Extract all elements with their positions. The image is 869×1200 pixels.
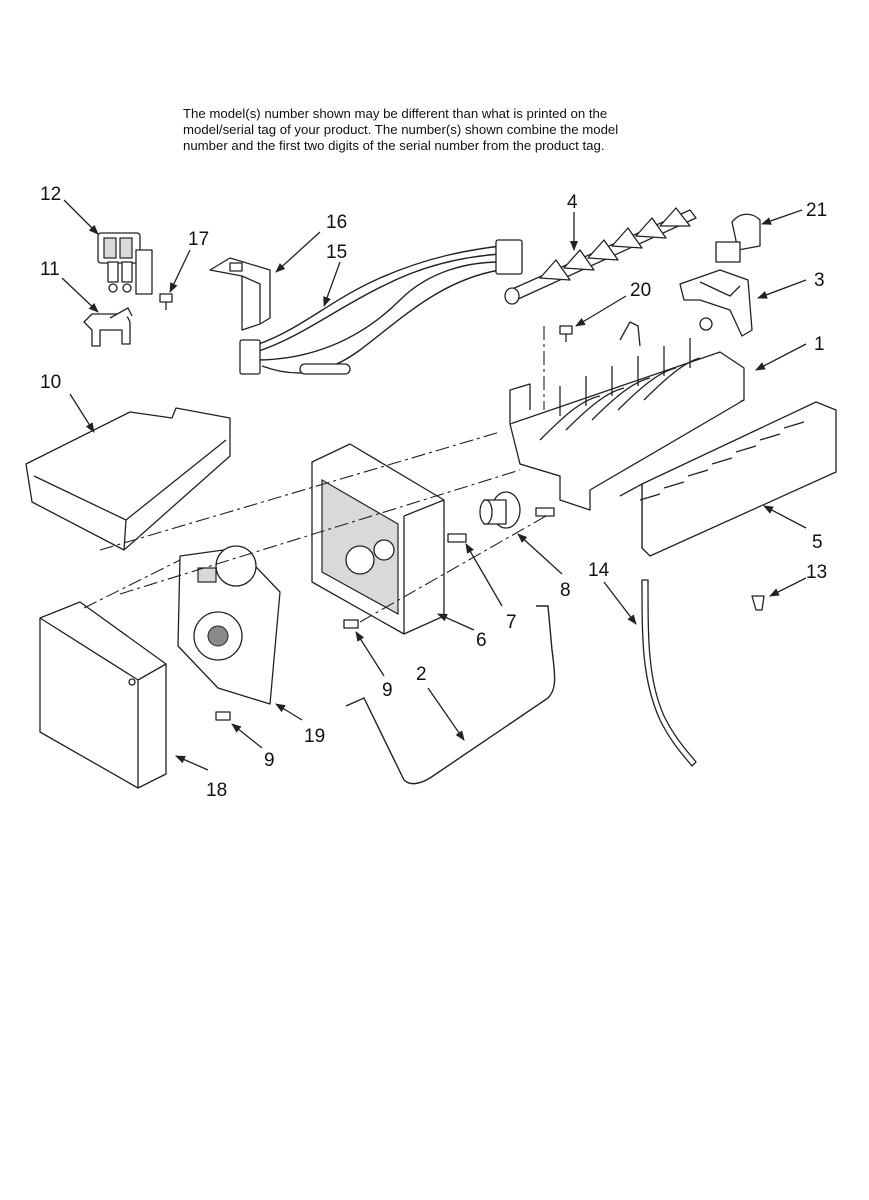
callout-14: 14 [588,560,610,581]
callout-15: 15 [326,242,347,263]
callout-3: 3 [814,270,825,291]
callout-10: 10 [40,372,61,393]
callout-labels: 12 11 17 16 15 10 4 21 3 20 1 5 13 14 8 … [40,184,827,801]
callout-17: 17 [188,229,209,250]
part-8-motor [479,491,521,529]
part-3-bearing [679,269,753,337]
callout-13: 13 [806,562,827,583]
part-16-harness-bracket [209,257,271,331]
callout-21: 21 [806,200,827,221]
part-9-screw-lower [215,711,231,721]
part-4-ejector [504,207,697,305]
part-2-wire [345,605,556,785]
part-14-fill-tube [641,579,697,767]
callout-19: 19 [304,726,325,747]
part-6-housing [311,443,445,635]
assembly-lines [83,326,547,623]
callout-1: 1 [814,334,825,355]
callout-8: 8 [560,580,571,601]
part-13-plug [751,595,765,611]
callout-11: 11 [40,259,60,280]
note-line-3: number and the first two digits of the s… [183,138,605,153]
leader-lines [61,199,807,771]
part-10-ice-bucket [25,407,231,551]
part-11-valve-bracket [83,307,133,347]
part-5-shield [619,401,837,557]
part-12-water-valve [97,232,153,295]
part-20-screw [559,325,573,342]
callout-4: 4 [567,192,578,213]
callout-12: 12 [40,184,61,205]
note-line-2: model/serial tag of your product. The nu… [183,122,619,137]
part-19-control-module [177,545,281,705]
callout-9-lower: 9 [264,750,275,771]
part-17-screw [159,293,173,310]
part-18-cover [39,601,167,789]
callout-9-upper: 9 [382,680,393,701]
disclaimer-note: The model(s) number shown may be differe… [183,106,703,154]
callout-5: 5 [812,532,823,553]
part-15-wire-harness [239,239,523,375]
callout-18: 18 [206,780,227,801]
part-1-ice-mold [509,321,745,511]
part-21-cam [715,213,761,263]
note-line-1: The model(s) number shown may be differe… [183,106,608,121]
callout-16: 16 [326,212,347,233]
callout-7: 7 [506,612,517,633]
callout-2: 2 [416,664,427,685]
callout-6: 6 [476,630,487,651]
part-9-screw-upper [343,619,359,629]
callout-20: 20 [630,280,651,301]
